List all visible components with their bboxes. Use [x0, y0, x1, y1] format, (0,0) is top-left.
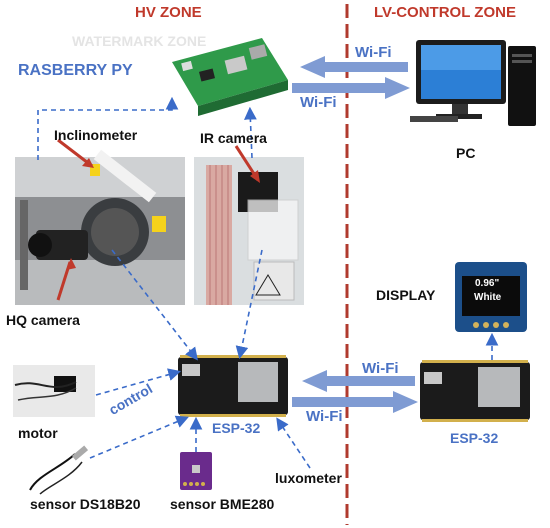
- dashed-links: [37, 96, 499, 469]
- esp32-hv-label: ESP-32: [212, 420, 261, 436]
- ds18b20-sensor: [29, 445, 89, 495]
- pc-computer: [410, 40, 536, 126]
- wifi-label-pi-to-pc: Wi-Fi: [300, 94, 337, 111]
- display-label: DISPLAY: [376, 287, 436, 303]
- wifi-label-pc-to-pi: Wi-Fi: [355, 44, 392, 61]
- esp32-lv-label: ESP-32: [450, 430, 499, 446]
- bme280-label: sensor BME280: [170, 496, 275, 512]
- hq-camera-label: HQ camera: [6, 312, 80, 328]
- ir-camera-label: IR camera: [200, 130, 267, 146]
- oled-display: [455, 262, 527, 332]
- bme280-sensor: [180, 452, 212, 490]
- ds18b20-label: sensor DS18B20: [30, 496, 141, 512]
- inclinometer-label: Inclinometer: [54, 127, 138, 143]
- wifi-arrow-pi-to-pc: [292, 77, 410, 99]
- hv-zone-label: HV ZONE: [135, 4, 202, 21]
- wifi-arrow-pc-to-pi: [300, 56, 408, 78]
- wifi-label-esp-hv-to-lv: Wi-Fi: [306, 408, 343, 425]
- esp32-hv-board: [178, 355, 288, 417]
- wifi-arrow-esp-lv-to-hv: [302, 370, 415, 392]
- hq-camera-photo: [15, 149, 185, 305]
- ir-camera-photo: [194, 157, 304, 305]
- raspberry-pi-board: [172, 38, 288, 116]
- display-screen-size: 0.96": [475, 278, 500, 289]
- motor-label: motor: [18, 425, 58, 441]
- wifi-arrow-esp-hv-to-lv: [292, 391, 418, 413]
- esp32-lv-board: [420, 360, 530, 422]
- motor-photo: [13, 365, 95, 417]
- wifi-label-esp-lv-to-hv: Wi-Fi: [362, 360, 399, 377]
- lv-zone-label: LV-CONTROL ZONE: [374, 4, 516, 21]
- svg-text:WATERMARK ZONE: WATERMARK ZONE: [72, 33, 206, 49]
- luxometer-label: luxometer: [275, 470, 342, 486]
- display-screen-color: White: [474, 292, 502, 303]
- raspberry-pi-label: RASBERRY PY: [18, 62, 133, 79]
- pc-label: PC: [456, 145, 476, 161]
